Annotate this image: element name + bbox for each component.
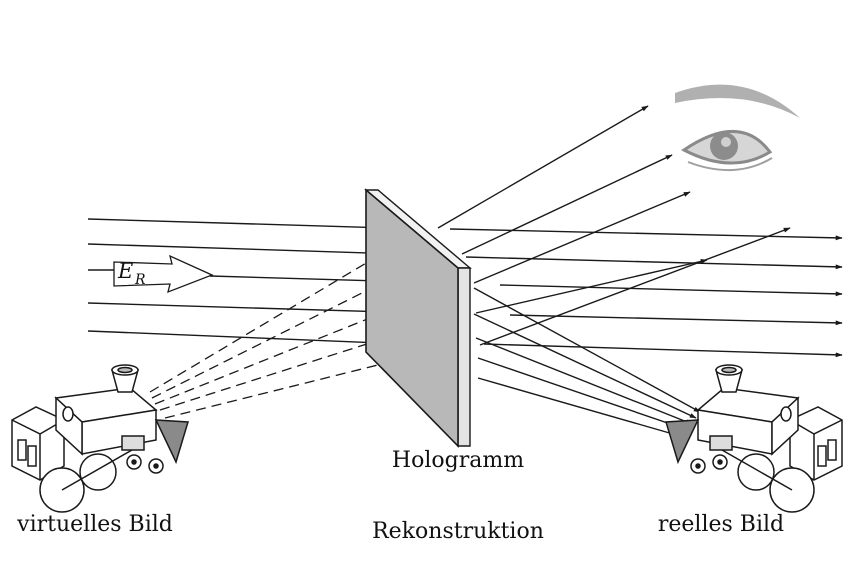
reference-wave-subscript: R — [134, 272, 146, 288]
rays-straight-through — [449, 228, 843, 358]
reference-wave-symbol: E — [117, 259, 133, 283]
reconstruction-label: Rekonstruktion — [372, 519, 544, 544]
hologram-label: Hologramm — [392, 448, 524, 473]
eye-icon — [675, 84, 800, 171]
virtual-image-label: virtuelles Bild — [16, 512, 173, 537]
rays-to-real-image — [473, 287, 701, 437]
rays-to-eye — [437, 105, 791, 346]
reference-wave-arrow: E R — [113, 254, 214, 294]
hologram-plate — [364, 188, 472, 448]
virtual-image-locomotive — [11, 364, 189, 513]
real-image-label: reelles Bild — [658, 512, 784, 537]
real-image-locomotive — [665, 364, 843, 513]
